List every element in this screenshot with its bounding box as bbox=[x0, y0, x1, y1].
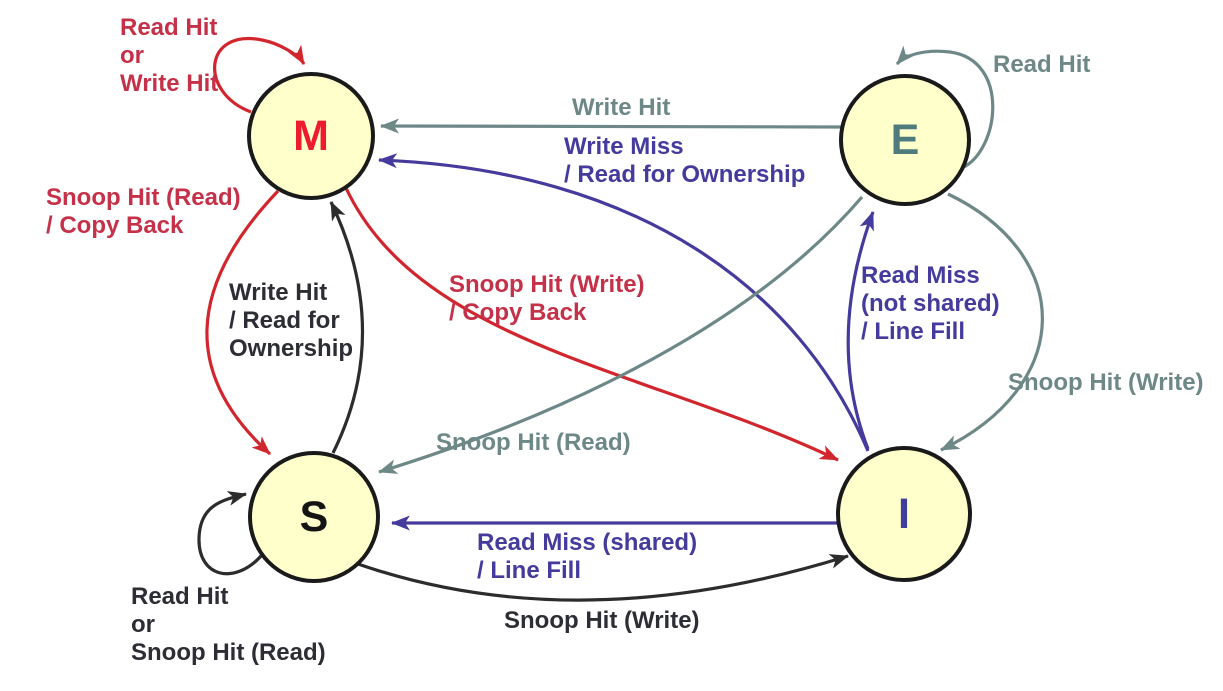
edge-M-to-S bbox=[205, 189, 280, 456]
edge-S-to-I bbox=[357, 554, 849, 602]
state-letter-E: E bbox=[890, 115, 920, 164]
edge-S-to-M bbox=[329, 201, 365, 454]
self-loop-S bbox=[197, 491, 263, 576]
state-letter-S: S bbox=[299, 492, 329, 541]
label-S-to-I: Snoop Hit (Write) bbox=[504, 607, 700, 634]
label-I-to-M: Write Miss / Read for Ownership bbox=[564, 133, 806, 188]
edge-M-to-I bbox=[344, 187, 839, 462]
edge-I-to-M bbox=[378, 153, 870, 452]
label-S-self-loop: Read Hit or Snoop Hit (Read) bbox=[131, 583, 326, 666]
self-loop-E bbox=[895, 45, 995, 170]
state-letter-M: M bbox=[293, 111, 329, 160]
self-loop-M bbox=[213, 36, 306, 114]
state-node-I bbox=[836, 446, 972, 582]
edge-I-to-E bbox=[846, 211, 875, 450]
label-M-to-I: Snoop Hit (Write) / Copy Back bbox=[449, 271, 645, 326]
state-node-S bbox=[248, 451, 380, 583]
label-E-self-loop: Read Hit bbox=[993, 51, 1091, 78]
state-letter-I: I bbox=[898, 489, 910, 538]
label-I-to-E: Read Miss (not shared) / Line Fill bbox=[861, 262, 1000, 345]
edge-E-to-I bbox=[940, 192, 1044, 452]
label-E-to-S: Snoop Hit (Read) bbox=[436, 429, 631, 456]
label-E-to-M: Write Hit bbox=[572, 94, 671, 121]
label-S-to-M: Write Hit / Read for Ownership bbox=[229, 279, 354, 362]
label-M-to-S: Snoop Hit (Read) / Copy Back bbox=[46, 184, 241, 239]
edge-E-to-M bbox=[380, 118, 842, 134]
state-node-E bbox=[839, 74, 971, 206]
edge-E-to-S bbox=[378, 195, 864, 474]
label-M-self-loop: Read Hit or Write Hit bbox=[120, 14, 219, 97]
state-node-M bbox=[247, 72, 375, 200]
label-E-to-I: Snoop Hit (Write) bbox=[1008, 369, 1204, 396]
label-I-to-S: Read Miss (shared) / Line Fill bbox=[477, 529, 698, 584]
